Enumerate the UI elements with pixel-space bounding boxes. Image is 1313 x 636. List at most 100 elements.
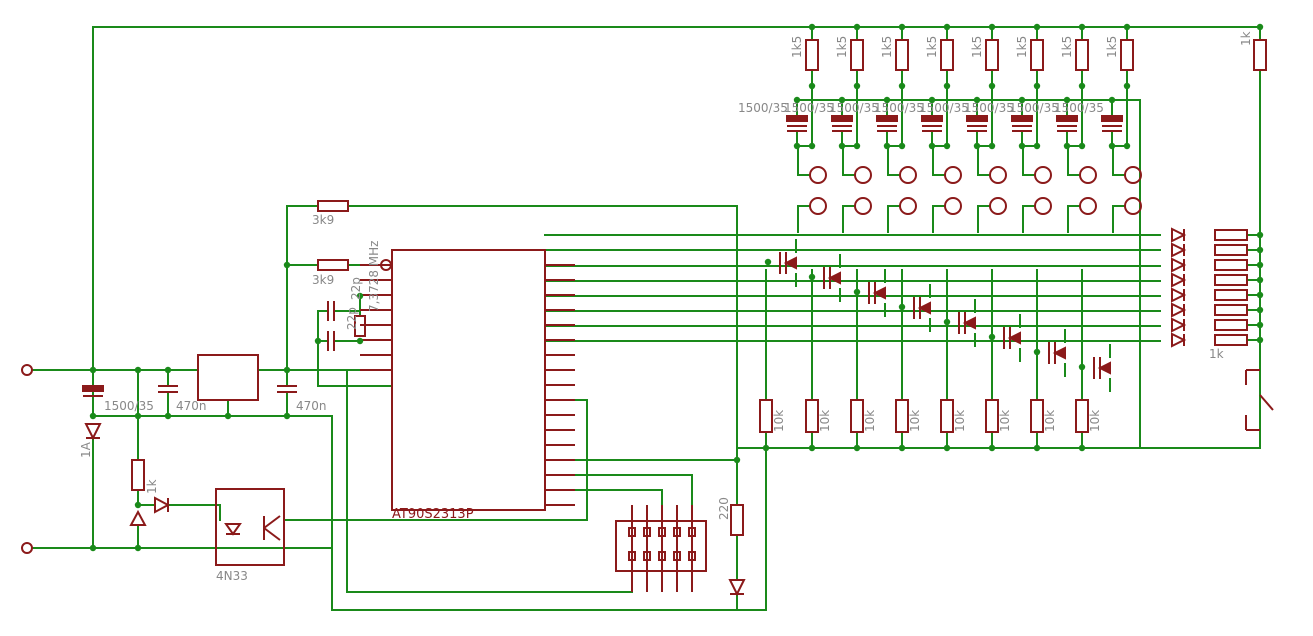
junction-dot [943,23,951,31]
switch-contact-upper-1 [809,166,827,184]
wire [283,399,588,521]
optocoupler-body [215,488,285,566]
header-pin-pad [643,551,651,561]
resistor-220 [730,504,744,536]
junction-dot [853,23,861,31]
wire [347,205,738,449]
r-top-1-label: 1k5 [790,36,804,58]
wire [932,205,946,233]
cap-top-7-label: 1500/35 [1009,101,1059,115]
resistor-led-2 [1214,244,1248,256]
junction-dot [793,142,801,150]
voltage-regulator [197,354,259,401]
junction-dot [928,142,936,150]
wire [574,474,693,506]
led-5 [1171,287,1187,303]
junction-dot [134,544,142,552]
wire [1022,205,1036,233]
switch-contact-upper-7 [1079,166,1097,184]
junction-dot [1256,291,1264,299]
junction-dot [808,23,816,31]
status-led [728,579,746,597]
junction-dot [898,82,906,90]
junction-dot [1078,23,1086,31]
fuse-diode [84,423,102,441]
junction-dot [164,412,172,420]
resistor-led-7 [1214,319,1248,331]
resistor-bottom-6 [985,399,999,433]
junction-dot [1256,246,1264,254]
switch-contact-lower-6 [1034,197,1052,215]
resistor-top-8 [1120,39,1134,71]
junction-dot [883,142,891,150]
junction-dot [134,412,142,420]
c-in-label: 1500/35 [104,399,154,413]
led-6 [1171,302,1187,318]
resistor-led-4 [1214,274,1248,286]
junction-dot [1033,444,1041,452]
switch-contact-lower-7 [1079,197,1097,215]
switch-contact-lower-4 [944,197,962,215]
wire [887,145,901,176]
switch-contact-upper-6 [1034,166,1052,184]
crystal-label: 7,3728 MHz [367,241,381,312]
junction-dot [853,288,861,296]
opto-led [224,523,242,536]
transistor-arrow [1097,361,1111,375]
r-bottom-1-label: 10k [772,410,786,432]
capacitor-top-6-plate [1011,115,1033,122]
optocoupler-label: 4N33 [216,569,248,583]
cap-top-5-label: 1500/35 [919,101,969,115]
junction-dot [1108,96,1116,104]
junction-dot [988,333,996,341]
cap-top-4-label: 1500/35 [874,101,924,115]
switch-contact-lower-8 [1124,197,1142,215]
junction-dot [1256,261,1264,269]
wire [1112,145,1126,176]
junction-dot [943,82,951,90]
junction-dot [762,444,770,452]
input-led [154,496,171,514]
r-osc1-label: 3k9 [312,213,334,227]
cap-top-1-label: 1500/35 [738,101,788,115]
junction-dot [164,366,172,374]
opto-transistor-emitter [263,527,281,541]
transistor-arrow [872,286,886,300]
junction-dot [134,366,142,374]
mcu-chip [391,249,546,511]
wire [317,310,393,387]
resistor-top-1 [805,39,819,71]
junction-dot [89,544,97,552]
junction-dot [314,337,322,345]
resistor-top-5 [985,39,999,71]
crystal-body [354,315,366,337]
junction-dot [224,412,232,420]
junction-dot [973,96,981,104]
zener-diode [129,509,147,526]
resistor-bottom-1 [759,399,773,433]
header-pin-pad [658,527,666,537]
wire [977,205,991,233]
resistor-led-1 [1214,229,1248,241]
junction-dot [898,444,906,452]
led-1 [1171,227,1187,243]
junction-dot [1256,23,1264,31]
junction-dot [1063,96,1071,104]
junction-dot [838,142,846,150]
switch-contact-upper-4 [944,166,962,184]
junction-dot [283,261,291,269]
cap-top-2-label: 1500/35 [784,101,834,115]
resistor-bottom-3 [850,399,864,433]
junction-dot [898,142,906,150]
junction-dot [988,142,996,150]
led-8 [1171,332,1187,348]
capacitor-top-8-plate [1101,115,1123,122]
header-pin-pad [658,551,666,561]
junction-dot [988,23,996,31]
r-bottom-7-label: 10k [1043,410,1057,432]
junction-dot [1256,321,1264,329]
junction-dot [1123,142,1131,150]
wire [842,145,856,176]
cap-top-6-label: 1500/35 [964,101,1014,115]
capacitor-top-2-plate [831,115,853,122]
